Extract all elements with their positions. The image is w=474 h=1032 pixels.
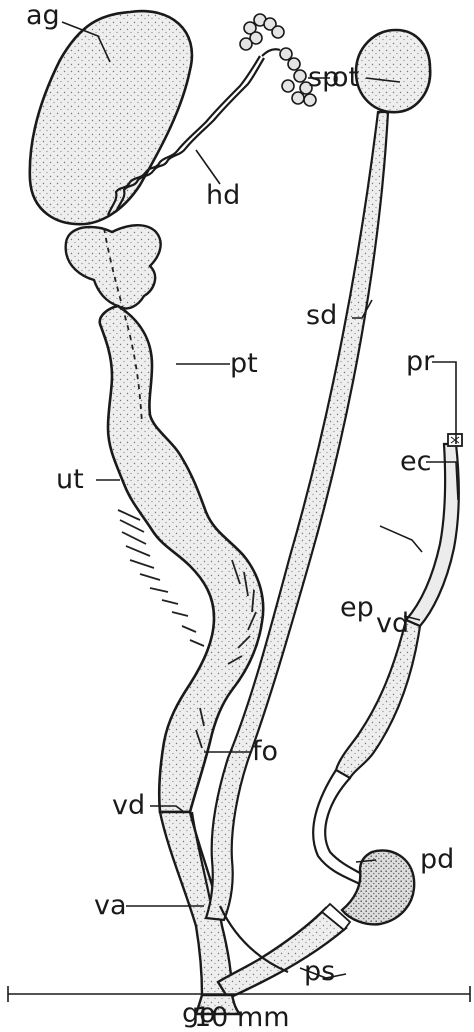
label-fo: fo <box>252 736 278 767</box>
label-pd: pd <box>420 844 454 875</box>
spermathecal-duct <box>206 112 388 920</box>
talon-lobes <box>66 225 161 308</box>
label-ps: ps <box>304 956 335 987</box>
label-vd-left: vd <box>112 790 145 821</box>
penis <box>342 850 414 924</box>
spermatheca <box>356 30 430 112</box>
label-ut: ut <box>56 464 84 495</box>
albumen-gland <box>30 11 192 224</box>
label-ep: ep <box>340 592 374 623</box>
ovotestis <box>240 14 316 106</box>
epiphallus <box>336 620 420 778</box>
label-pt: pt <box>230 348 258 379</box>
label-hd: hd <box>206 180 240 211</box>
label-ag: ag <box>26 0 60 31</box>
label-sp: sp <box>308 62 339 93</box>
label-sd: sd <box>306 300 337 331</box>
label-va: va <box>94 890 127 921</box>
label-vd-right: vd <box>376 608 409 639</box>
label-ec: ec <box>400 446 431 477</box>
scale-bar-label: 10 mm <box>194 1002 290 1032</box>
label-pr: pr <box>406 346 435 377</box>
